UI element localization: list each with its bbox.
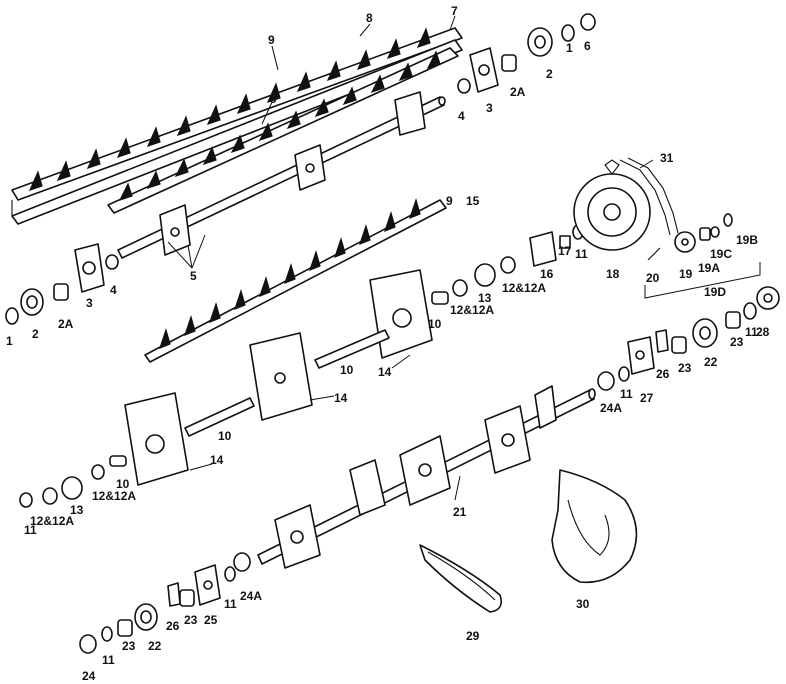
label-1-left: 1	[6, 334, 13, 348]
label-12-right: 12&12A	[502, 281, 546, 295]
label-14-mid: 14	[334, 391, 348, 405]
finger-bar-lower	[144, 197, 447, 363]
label-19A: 19A	[698, 261, 720, 275]
upper-reel-shaft	[117, 91, 446, 259]
label-22-right: 22	[704, 355, 718, 369]
label-20: 20	[646, 271, 660, 285]
label-3-left: 3	[86, 296, 93, 310]
label-8: 8	[366, 11, 373, 25]
shield-30	[551, 469, 638, 584]
label-14-left: 14	[210, 453, 224, 467]
label-2A-top: 2A	[510, 85, 526, 99]
label-4-top: 4	[458, 109, 465, 123]
upper-left-bearing-set	[5, 243, 119, 325]
label-24: 24	[82, 669, 96, 683]
label-27: 27	[640, 391, 654, 405]
finger-bar-second	[107, 47, 459, 214]
label-26-right: 26	[656, 367, 670, 381]
label-11-left: 11	[24, 523, 37, 537]
label-3-top: 3	[486, 101, 493, 115]
label-9-top: 9	[268, 33, 275, 47]
label-1-top: 1	[566, 41, 573, 55]
part-labels: 8 7 9 9 9 15 5 6 1 2 2A 3 4 1 2 2A 3 4 3…	[6, 4, 770, 683]
label-19B: 19B	[736, 233, 758, 247]
finger-bar-upper	[11, 27, 463, 225]
label-26-lower: 26	[166, 619, 180, 633]
main-lower-shaft	[257, 385, 596, 569]
label-23-lower2: 23	[122, 639, 136, 653]
drive-chain	[619, 157, 679, 236]
lower-left-bearing-set	[79, 552, 251, 654]
label-10-mid: 10	[340, 363, 354, 377]
right-drive-bearing-set	[597, 286, 780, 391]
reel-plates	[124, 269, 433, 486]
label-29: 29	[466, 629, 480, 643]
label-23-right: 23	[730, 335, 744, 349]
plate-bearing-set	[19, 256, 516, 508]
label-11-right2: 11	[620, 387, 633, 401]
label-2A-left: 2A	[58, 317, 74, 331]
label-12-right2: 12&12A	[450, 303, 494, 317]
label-11-lower: 11	[224, 597, 237, 611]
label-6: 6	[584, 39, 591, 53]
label-21: 21	[453, 505, 467, 519]
label-7: 7	[451, 4, 458, 18]
label-10-right: 10	[428, 317, 442, 331]
label-24A-right: 24A	[600, 401, 622, 415]
label-19C: 19C	[710, 247, 732, 261]
label-12-left2: 12&12A	[92, 489, 136, 503]
label-11-sprocket: 11	[575, 247, 588, 261]
label-13-left: 13	[70, 503, 84, 517]
label-2-top: 2	[546, 67, 553, 81]
upper-right-bearing-set	[457, 13, 596, 94]
label-22-lower: 22	[148, 639, 162, 653]
label-30: 30	[576, 597, 590, 611]
label-31: 31	[660, 151, 674, 165]
label-16: 16	[540, 267, 554, 281]
label-17: 17	[558, 244, 572, 258]
label-5: 5	[190, 269, 197, 283]
label-24A-left: 24A	[240, 589, 262, 603]
label-4-left: 4	[110, 283, 117, 297]
label-15: 15	[466, 194, 480, 208]
label-10-left: 10	[218, 429, 232, 443]
label-23-lower: 23	[184, 613, 198, 627]
label-28: 28	[756, 325, 770, 339]
label-18: 18	[606, 267, 620, 281]
leader-lines	[167, 15, 654, 501]
shield-29	[419, 544, 503, 613]
label-19D: 19D	[704, 285, 726, 299]
label-13-right: 13	[478, 291, 492, 305]
label-14-right: 14	[378, 365, 392, 379]
label-12-left: 12&12A	[30, 514, 74, 528]
label-11-right: 11	[745, 325, 758, 339]
label-11-bottom: 11	[102, 653, 115, 667]
label-9-lower: 9	[446, 194, 453, 208]
label-10-lower: 10	[116, 477, 130, 491]
label-23-right2: 23	[678, 361, 692, 375]
label-9-mid: 9	[270, 92, 277, 106]
label-19: 19	[679, 267, 693, 281]
label-2-left: 2	[32, 327, 39, 341]
drive-sprocket-assembly	[529, 157, 761, 299]
label-25: 25	[204, 613, 218, 627]
